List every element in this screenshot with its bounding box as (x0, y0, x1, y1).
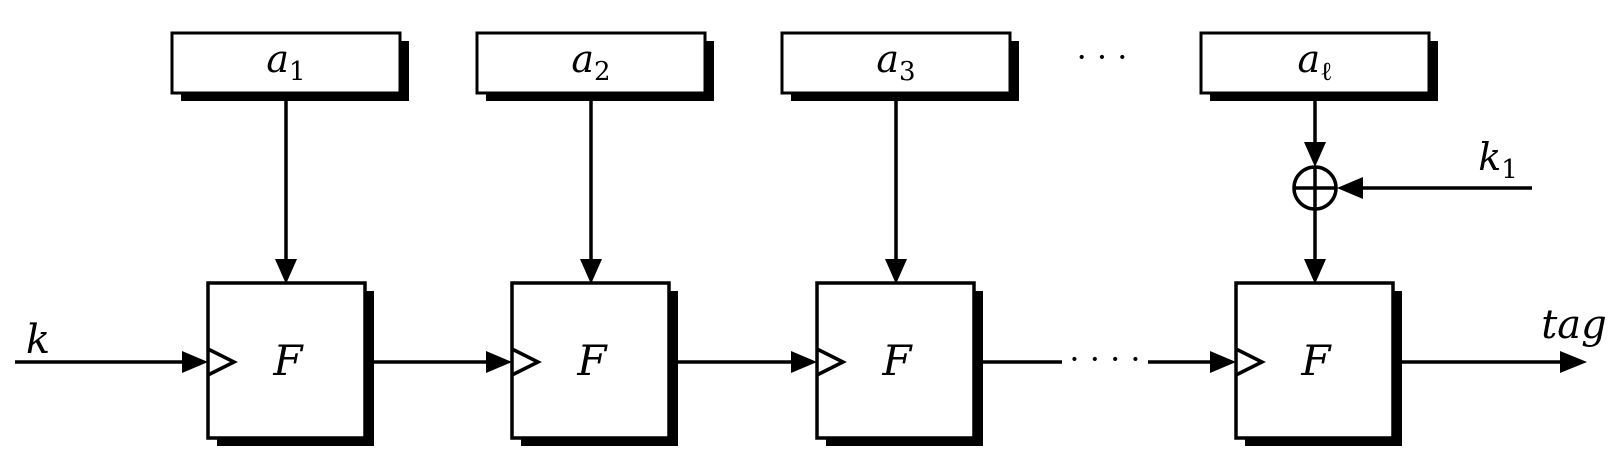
input-box-a2: a2 (475, 31, 714, 101)
arrowhead-a3 (885, 259, 907, 284)
input-label-a2: a2 (571, 37, 610, 87)
arrowhead-al (1304, 142, 1326, 167)
arrowhead-F2 (486, 351, 512, 373)
block-F3: F (815, 281, 983, 446)
input-label-a1: a1 (266, 37, 305, 87)
block-F2: F (510, 281, 678, 446)
arrowhead-a1 (275, 259, 297, 284)
block-label-F4: F (1300, 336, 1332, 385)
arrowhead-a2 (580, 259, 602, 284)
block-label-F2: F (576, 336, 608, 385)
chain-arrows (15, 351, 1587, 373)
clock-triangle-icon (207, 347, 238, 377)
input-box-al: aℓ (1199, 31, 1438, 101)
input-arrows (275, 93, 1326, 284)
block-F4: F (1234, 281, 1402, 446)
arrowhead-F4 (1210, 351, 1236, 373)
input-box-a1: a1 (170, 31, 409, 101)
output-label: tag (1541, 302, 1607, 348)
top-ellipsis: · · · (1077, 38, 1128, 76)
arrowhead-k (182, 351, 208, 373)
arrowhead-k1 (1337, 177, 1363, 199)
xor-icon (1292, 165, 1338, 211)
input-label-a3: a3 (876, 37, 915, 87)
k1-label: k1 (1478, 135, 1518, 185)
input-box-a3: a3 (780, 31, 1019, 101)
arrowhead-tag (1560, 351, 1587, 373)
key-label: k (26, 317, 50, 363)
block-label-F1: F (272, 336, 304, 385)
arrowhead-F3 (791, 351, 817, 373)
clock-triangle-icon (816, 347, 847, 377)
clock-triangle-icon (1235, 347, 1266, 377)
arrowhead-xor (1304, 259, 1326, 284)
input-label-al: aℓ (1297, 37, 1332, 87)
clock-triangle-icon (511, 347, 542, 377)
block-label-F3: F (881, 336, 913, 385)
block-F1: F (206, 281, 374, 446)
middle-ellipsis: · · · · (1069, 340, 1140, 378)
k1-arrow (1337, 177, 1532, 199)
